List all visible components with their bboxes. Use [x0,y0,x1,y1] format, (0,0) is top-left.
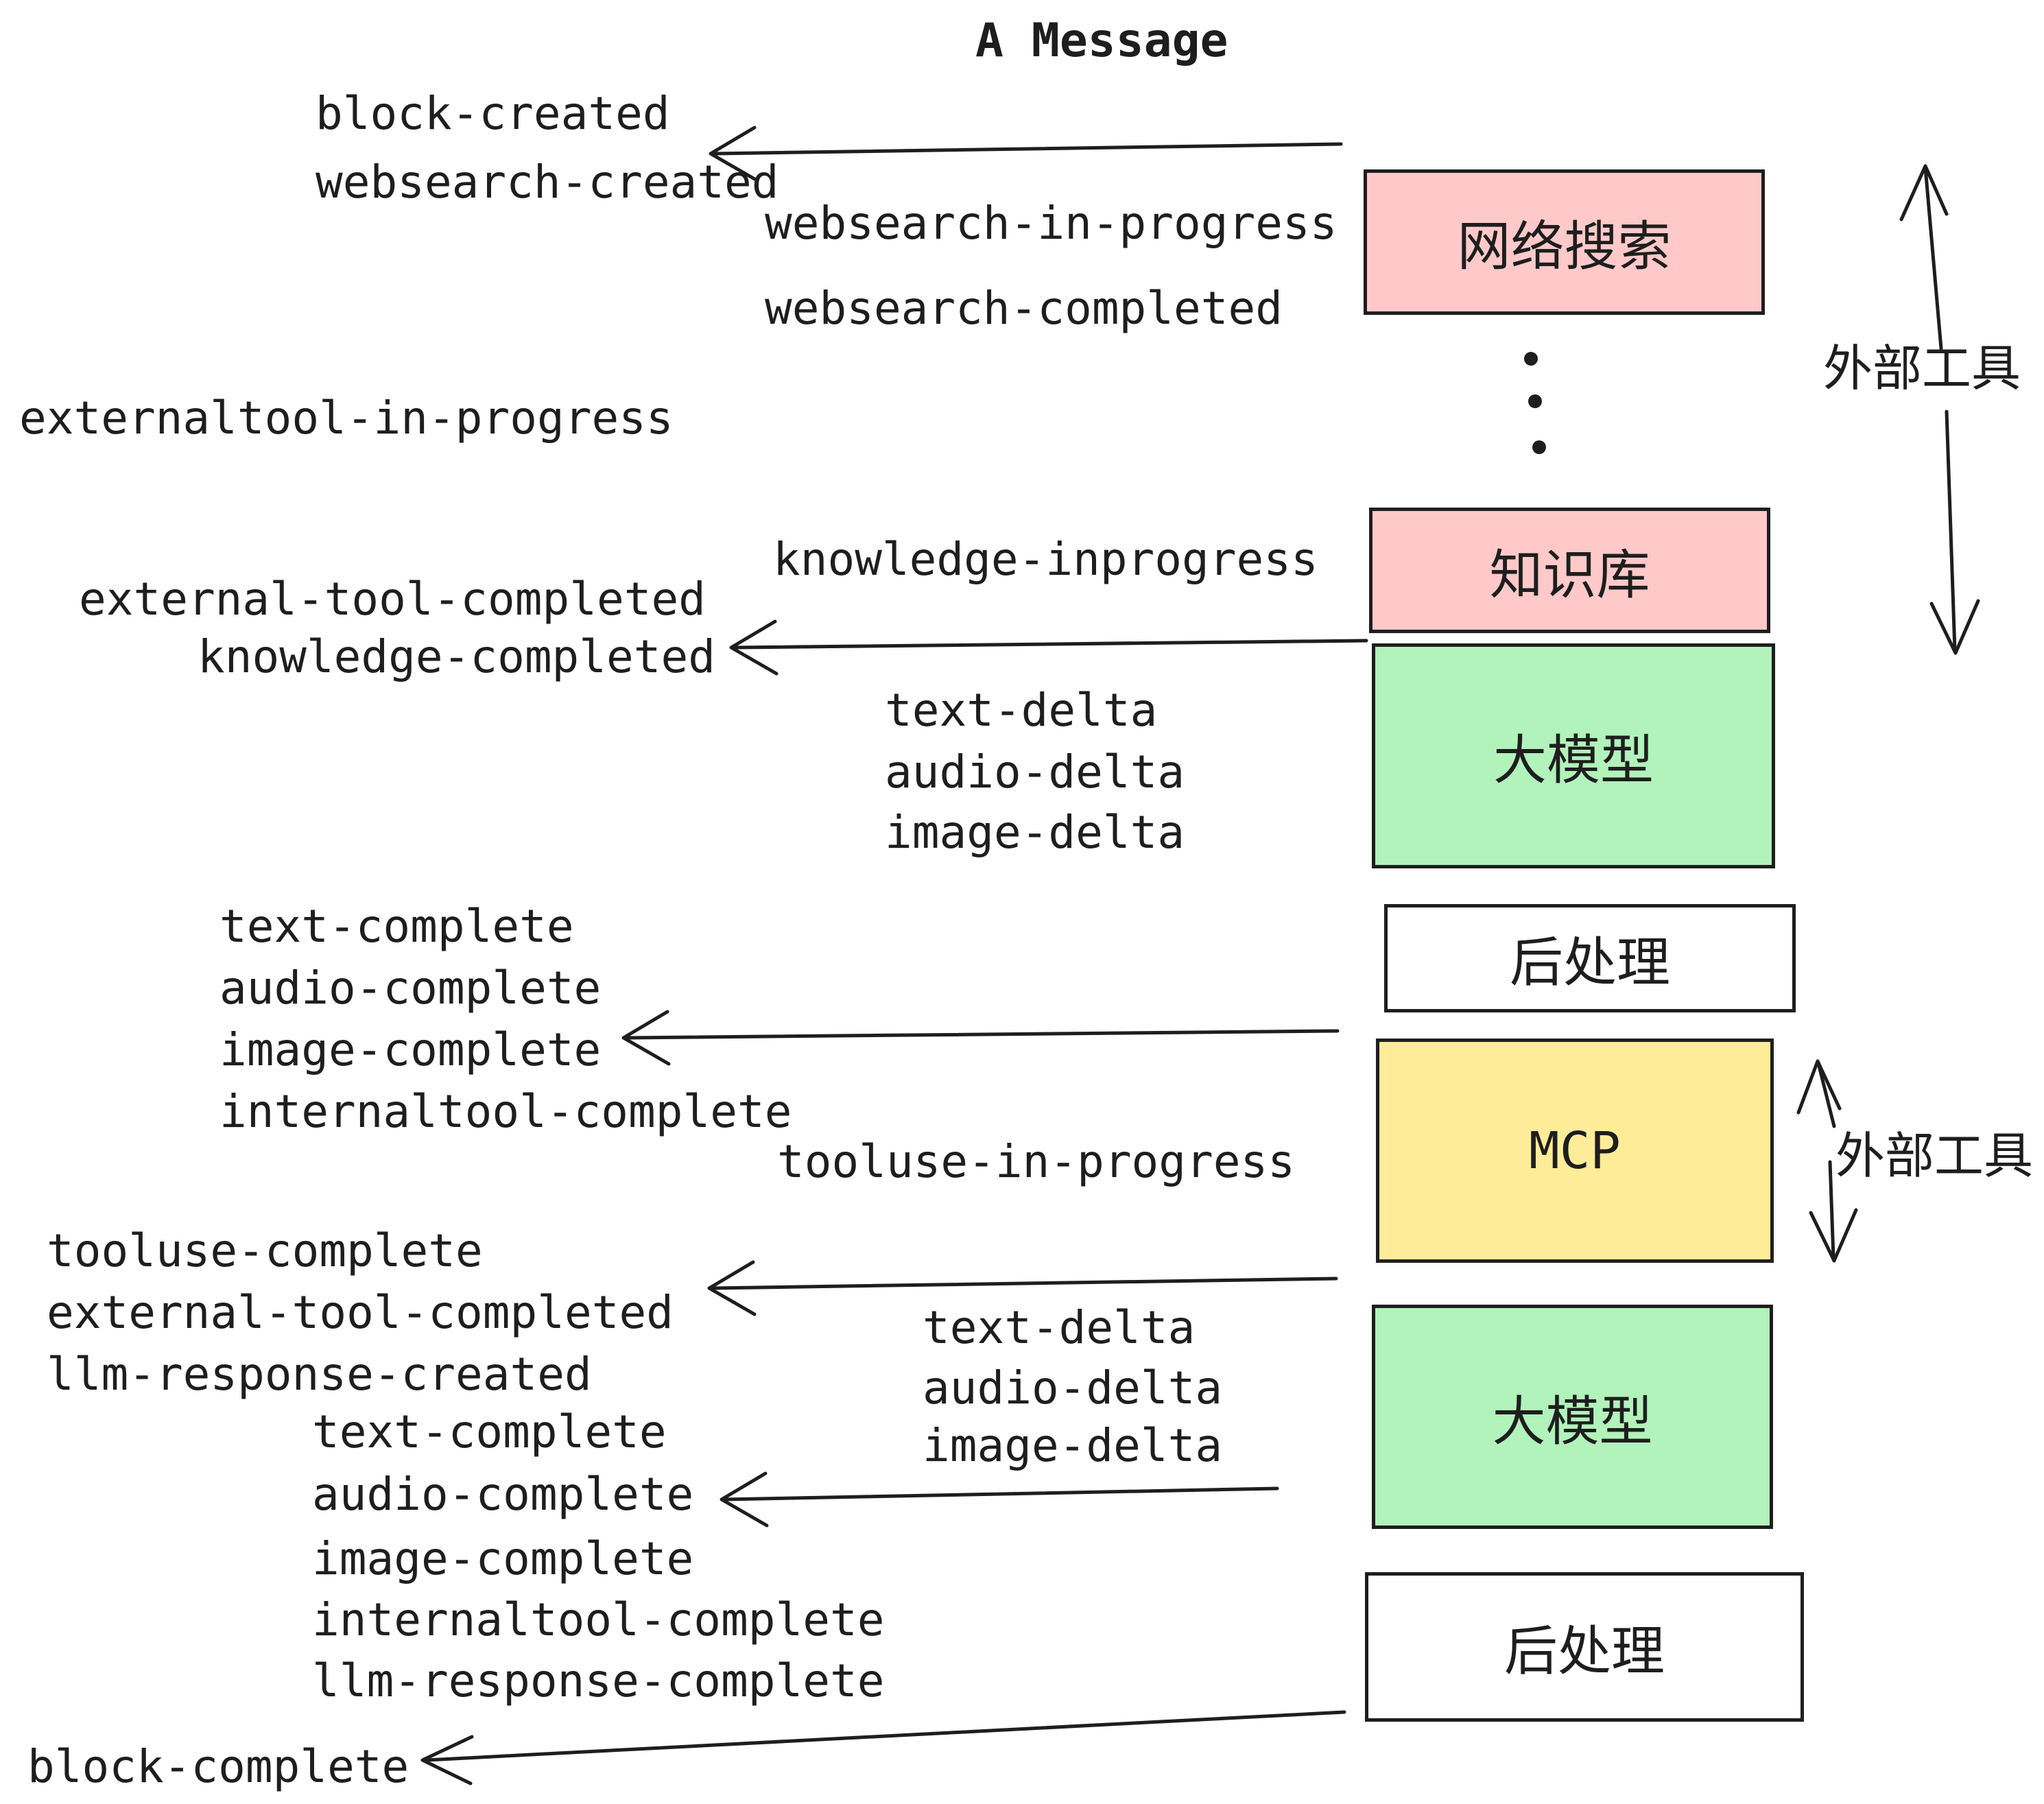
node-knowledge-base-label: 知识库 [1489,544,1650,606]
event-label-block-created: block-created [316,87,670,140]
node-websearch: 网络搜索 [1364,169,1765,315]
event-label-text-delta-1: text-delta [885,684,1158,737]
arrow-left-block-complete-icon [420,1710,1346,1785]
node-websearch-label: 网络搜索 [1457,216,1672,278]
node-llm-bottom-label: 大模型 [1492,1390,1653,1453]
event-label-llm-response-complete: llm-response-complete [312,1654,885,1707]
event-label-knowledge-inprogress: knowledge-inprogress [773,533,1318,586]
event-label-audio-complete-1: audio-complete [219,962,602,1014]
event-label-image-complete-1: image-complete [219,1023,602,1076]
event-label-internaltool-complete-1: internaltool-complete [219,1085,792,1138]
node-postprocess-bottom: 后处理 [1365,1572,1804,1722]
event-label-text-complete-1: text-complete [219,900,574,953]
node-llm-bottom: 大模型 [1372,1305,1773,1529]
event-label-image-complete-2: image-complete [312,1532,694,1585]
arrow-down-external-tools-upper-icon [1929,410,1980,655]
event-label-image-delta-1: image-delta [885,806,1185,859]
event-label-audio-complete-2: audio-complete [312,1468,694,1521]
event-label-tooluse-in-progress: tooluse-in-progress [777,1135,1295,1188]
event-label-text-delta-2: text-delta [923,1301,1196,1354]
node-mcp: MCP [1376,1039,1774,1263]
event-label-websearch-completed: websearch-completed [765,282,1283,335]
node-llm-top: 大模型 [1372,643,1775,868]
diagram-title: A Message [975,14,1228,68]
event-label-internaltool-complete-2: internaltool-complete [312,1593,885,1646]
arrow-left-websearch-created-icon [709,126,1343,182]
event-label-image-delta-2: image-delta [923,1419,1223,1472]
node-postprocess-bottom-label: 后处理 [1504,1621,1665,1683]
node-postprocess-top: 后处理 [1384,904,1796,1012]
arrow-left-audio-complete-icon [720,1471,1279,1528]
event-label-audio-delta-2: audio-delta [923,1362,1223,1414]
node-knowledge-base: 知识库 [1369,508,1770,633]
event-label-tooluse-complete: tooluse-complete [47,1224,483,1277]
arrow-up-external-tools-lower-icon [1796,1059,1842,1128]
event-label-llm-response-created: llm-response-created [47,1348,592,1401]
event-label-knowledge-completed: knowledge-completed [198,630,715,683]
side-label-external-tools-lower: 外部工具 [1835,1127,2034,1185]
event-label-external-tool-completed: external-tool-completed [79,573,706,626]
event-label-websearch-created: websearch-created [316,156,779,209]
side-label-external-tools-upper: 外部工具 [1823,340,2021,397]
node-mcp-label: MCP [1529,1121,1621,1180]
ellipsis-dots-icon [1524,352,1546,454]
event-label-externaltool-in-progress: externaltool-in-progress [19,392,674,444]
event-label-audio-delta-1: audio-delta [885,746,1185,798]
event-label-external-tool-completed-2: external-tool-completed [47,1286,674,1339]
event-label-text-complete-2: text-complete [312,1405,667,1458]
node-postprocess-top-label: 后处理 [1509,932,1670,994]
event-label-websearch-in-progress: websearch-in-progress [765,197,1338,250]
arrow-left-knowledge-completed-icon [729,619,1368,676]
event-label-block-complete: block-complete [27,1740,409,1793]
arrow-left-image-complete-icon [621,1010,1340,1066]
node-llm-top-label: 大模型 [1493,730,1654,792]
arrow-up-external-tools-upper-icon [1899,164,1949,351]
